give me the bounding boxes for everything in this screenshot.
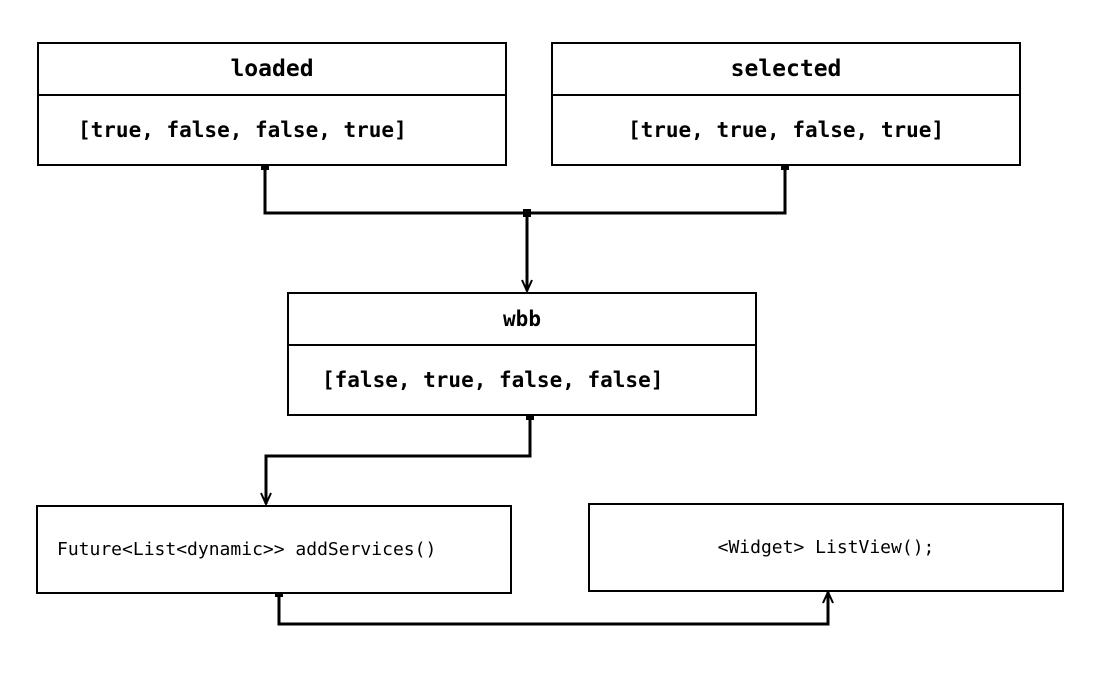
wbb-value: [false, true, false, false]: [322, 368, 664, 392]
loaded-title: loaded: [39, 44, 505, 96]
add-services-box: Future<List<dynamic>> addServices(): [36, 505, 512, 594]
connector-endpoint-loaded: [261, 162, 269, 170]
list-view-label: <Widget> ListView();: [717, 537, 935, 558]
add-services-label: Future<List<dynamic>> addServices(): [57, 539, 437, 560]
connector-selected-to-junction: [527, 166, 787, 215]
selected-value: [true, true, false, true]: [627, 118, 945, 142]
wbb-title: wbb: [289, 294, 755, 346]
connector-wbb-to-add-services: [266, 416, 532, 504]
loaded-box: loaded [true, false, false, true]: [37, 42, 507, 166]
connector-endpoint-selected: [781, 162, 789, 170]
connector-add-services-to-list-view: [277, 592, 828, 626]
list-view-box: <Widget> ListView();: [588, 503, 1064, 592]
selected-title: selected: [553, 44, 1019, 96]
wbb-box: wbb [false, true, false, false]: [287, 292, 757, 416]
selected-box: selected [true, true, false, true]: [551, 42, 1021, 166]
connector-loaded-to-junction: [263, 166, 527, 215]
loaded-value: [true, false, false, true]: [78, 118, 407, 142]
